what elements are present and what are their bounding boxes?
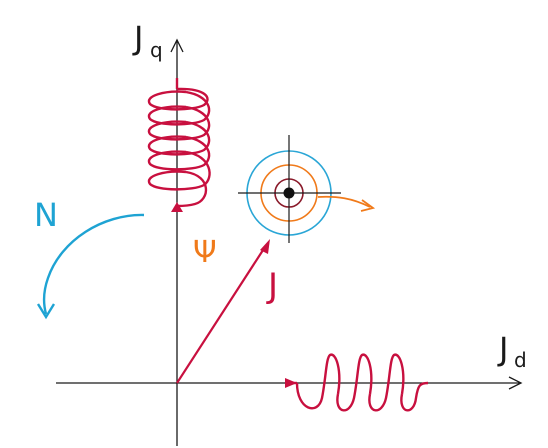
rotation-arrowhead <box>36 303 56 320</box>
q-coil-loop-3 <box>147 105 211 141</box>
vertical-axis-subscript: q <box>150 38 163 62</box>
d-coil-loop-4 <box>400 381 429 412</box>
rotor-flux-indicator <box>238 135 341 243</box>
d-coil-loop-3 <box>368 353 405 412</box>
q-coil-loop-2 <box>147 90 211 126</box>
d-coil-loop-1 <box>295 353 341 410</box>
q-coil-arrowhead <box>171 202 183 212</box>
rotation-arrow <box>36 213 145 320</box>
q-coil-loop-4 <box>147 120 211 156</box>
flux-label: Ψ <box>193 235 217 270</box>
flux-direction-curve <box>317 195 371 208</box>
vertical-axis-arrowhead <box>170 38 184 53</box>
flux-direction-arrow <box>317 195 376 212</box>
rotation-arc <box>42 213 145 315</box>
current-vector-line <box>176 246 266 384</box>
horizontal-axis-arrowhead <box>508 376 523 390</box>
flux-direction-arrowhead <box>360 199 376 212</box>
current-vector-arrowhead <box>260 239 270 254</box>
d-coil-loop-2 <box>336 353 373 412</box>
vertical-axis-label: J <box>132 19 143 57</box>
current-vector <box>176 239 270 384</box>
q-coil-loop-6 <box>147 150 211 191</box>
current-vector-label: J <box>266 266 278 306</box>
rotation-label: N <box>34 196 58 234</box>
d-coil-arrowhead <box>285 378 297 388</box>
q-axis-coil <box>147 78 211 208</box>
q-coil-loop-1 <box>147 87 209 111</box>
q-coil-return <box>176 170 208 208</box>
center-dot <box>283 187 295 199</box>
horizontal-axis-label: J <box>497 330 508 368</box>
horizontal-axis-subscript: d <box>514 348 527 372</box>
q-coil-loop-5 <box>147 135 211 171</box>
